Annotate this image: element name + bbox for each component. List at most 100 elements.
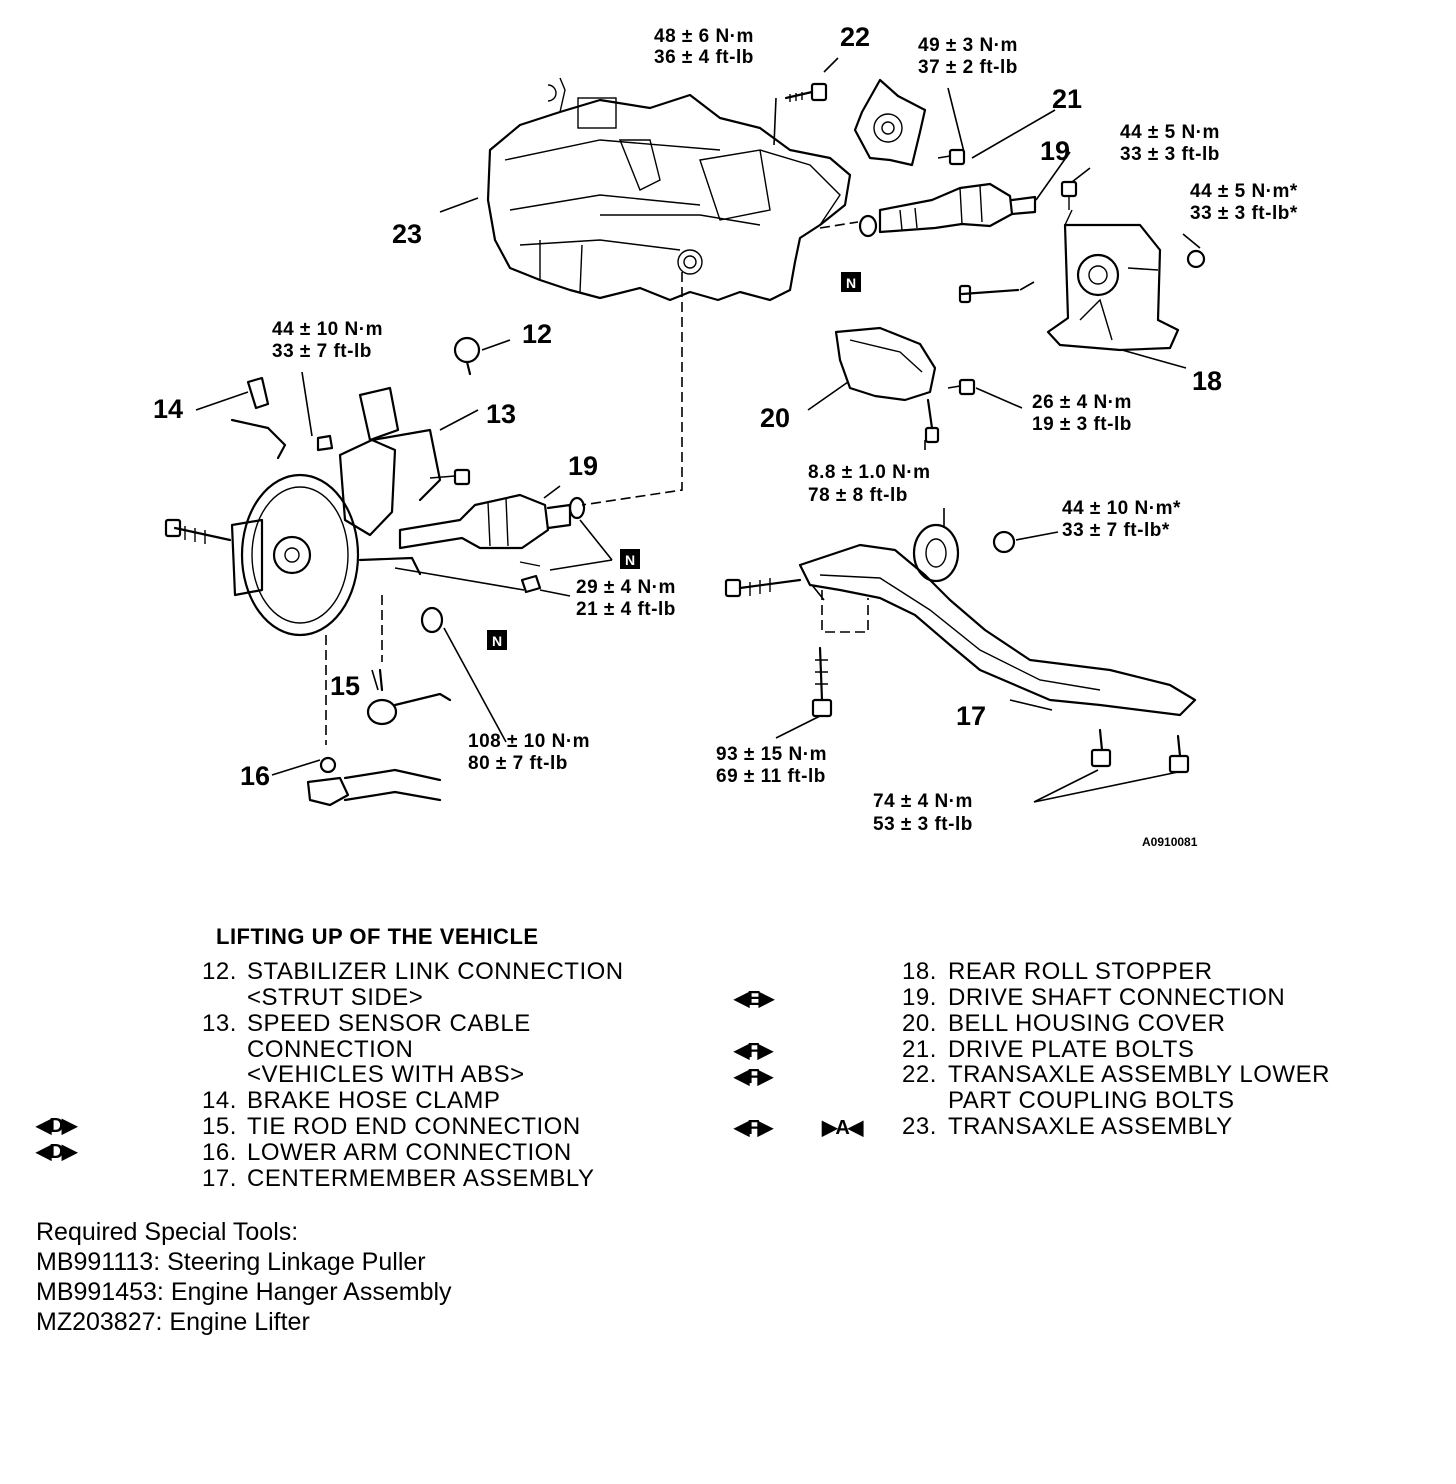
callout-16: 16 bbox=[240, 761, 270, 791]
callout-19-upper: 19 bbox=[1040, 136, 1070, 166]
legend-num-14: 14. bbox=[202, 1087, 237, 1114]
legend-item-12-sub: <STRUT SIDE> bbox=[247, 984, 424, 1011]
torque-21-nm: 49 ± 3 N·m bbox=[918, 35, 1018, 56]
callout-21: 21 bbox=[1052, 84, 1082, 114]
callout-19-lower: 19 bbox=[568, 451, 598, 481]
callout-12: 12 bbox=[522, 319, 552, 349]
n-marker-driveshaft-label: N bbox=[625, 552, 635, 568]
special-tool-item: MZ203827: Engine Lifter bbox=[36, 1308, 310, 1336]
legend-item-22: TRANSAXLE ASSEMBLY LOWER bbox=[948, 1061, 1330, 1088]
torque-19-nm: 44 ± 5 N·m bbox=[1120, 122, 1220, 143]
legend-item-18: REAR ROLL STOPPER bbox=[948, 958, 1213, 985]
centermember-17 bbox=[724, 523, 1197, 774]
service-mark-e-19: ◀E▶ bbox=[734, 988, 774, 1010]
bell-housing-cover-20 bbox=[834, 326, 976, 444]
torque-20b-nm: 8.8 ± 1.0 N·m bbox=[808, 462, 931, 483]
legend-item-20: BELL HOUSING COVER bbox=[948, 1010, 1226, 1037]
lower-arm-16 bbox=[306, 756, 442, 807]
torque-22-ftlb: 36 ± 4 ft-lb bbox=[654, 47, 754, 68]
legend-item-12: STABILIZER LINK CONNECTION bbox=[247, 958, 624, 985]
service-mark-d-16: ◀D▶ bbox=[36, 1141, 77, 1163]
legend-item-19: DRIVE SHAFT CONNECTION bbox=[948, 984, 1286, 1011]
n-marker-upper-label: N bbox=[846, 275, 856, 291]
legend-num-13: 13. bbox=[202, 1010, 237, 1037]
legend-item-13-sub1: CONNECTION bbox=[247, 1036, 414, 1063]
torque-17b-ftlb: 69 ± 11 ft-lb bbox=[716, 766, 826, 787]
drive-shaft-19-upper bbox=[858, 182, 1037, 238]
callout-22: 22 bbox=[840, 22, 870, 52]
legend-item-21: DRIVE PLATE BOLTS bbox=[948, 1036, 1195, 1063]
knuckle-brake-assembly bbox=[164, 386, 471, 637]
legend-num-15: 15. bbox=[202, 1113, 237, 1140]
n-marker-driveshaft: N bbox=[620, 549, 640, 569]
drive-plate-21 bbox=[853, 78, 966, 167]
legend-num-12: 12. bbox=[202, 958, 237, 985]
torque-17a-nm: 44 ± 10 N·m* bbox=[1062, 498, 1181, 519]
callout-14: 14 bbox=[153, 394, 183, 424]
drive-shaft-19-lower bbox=[398, 493, 586, 594]
stabilizer-link-12 bbox=[316, 336, 481, 452]
n-marker-tierod: N bbox=[487, 630, 507, 650]
torque-17c-nm: 74 ± 4 N·m bbox=[873, 791, 973, 812]
torque-17a-ftlb: 33 ± 7 ft-lb* bbox=[1062, 520, 1170, 541]
legend-item-23: TRANSAXLE ASSEMBLY bbox=[948, 1113, 1233, 1140]
callout-13: 13 bbox=[486, 399, 516, 429]
legend-num-21: 21. bbox=[902, 1036, 937, 1063]
torque-20b-ftlb: 78 ± 8 ft-lb bbox=[808, 485, 908, 506]
torque-22-nm: 48 ± 6 N·m bbox=[654, 26, 754, 47]
n-marker-upper: N bbox=[841, 272, 861, 292]
n-marker-tierod-label: N bbox=[492, 633, 502, 649]
special-tools-heading: Required Special Tools: bbox=[36, 1218, 299, 1246]
brake-hose-clamp-14 bbox=[230, 376, 287, 460]
leader-lines bbox=[195, 57, 1201, 803]
torque-12-ftlb: 33 ± 7 ft-lb bbox=[272, 341, 372, 362]
transaxle-assembly bbox=[486, 77, 852, 302]
service-mark-f-22: ◀F▶ bbox=[734, 1066, 773, 1088]
rear-roll-stopper-18 bbox=[958, 180, 1206, 352]
special-tool-item: MB991453: Engine Hanger Assembly bbox=[36, 1278, 452, 1306]
callout-23: 23 bbox=[392, 219, 422, 249]
torque-15-ftlb: 80 ± 7 ft-lb bbox=[468, 753, 568, 774]
torque-12-nm: 44 ± 10 N·m bbox=[272, 319, 383, 340]
legend-num-17: 17. bbox=[202, 1165, 237, 1192]
torque-19-ftlb: 33 ± 3 ft-lb bbox=[1120, 144, 1220, 165]
legend-item-15: TIE ROD END CONNECTION bbox=[247, 1113, 581, 1140]
legend-num-18: 18. bbox=[902, 958, 937, 985]
legend-num-16: 16. bbox=[202, 1139, 237, 1166]
legend-item-16: LOWER ARM CONNECTION bbox=[247, 1139, 572, 1166]
callout-17: 17 bbox=[956, 701, 986, 731]
special-tools: Required Special Tools: MB991113: Steeri… bbox=[36, 1217, 452, 1337]
service-mark-a-23: ▶A◀ bbox=[822, 1117, 863, 1139]
legend-num-19: 19. bbox=[902, 984, 937, 1011]
figure-id: A0910081 bbox=[1142, 835, 1198, 849]
legend-num-23: 23. bbox=[902, 1113, 937, 1140]
callout-15: 15 bbox=[330, 671, 360, 701]
torque-17c-ftlb: 53 ± 3 ft-lb bbox=[873, 814, 973, 835]
torque-20a-nm: 26 ± 4 N·m bbox=[1032, 392, 1132, 413]
exploded-diagram: 22 21 19 23 18 12 13 14 19 20 15 16 17 4… bbox=[153, 22, 1298, 849]
coupling-bolt-22 bbox=[784, 82, 828, 102]
legend-num-22: 22. bbox=[902, 1061, 937, 1088]
legend-item-22-sub: PART COUPLING BOLTS bbox=[948, 1087, 1235, 1114]
tie-rod-end-15 bbox=[366, 606, 452, 726]
torque-13-ftlb: 21 ± 4 ft-lb bbox=[576, 599, 676, 620]
special-tool-item: MB991113: Steering Linkage Puller bbox=[36, 1248, 426, 1276]
legend-item-17: CENTERMEMBER ASSEMBLY bbox=[247, 1165, 595, 1192]
torque-20a-ftlb: 19 ± 3 ft-lb bbox=[1032, 414, 1132, 435]
service-mark-d-15: ◀D▶ bbox=[36, 1115, 77, 1137]
torque-17b-nm: 93 ± 15 N·m bbox=[716, 744, 827, 765]
legend-item-13: SPEED SENSOR CABLE bbox=[247, 1010, 531, 1037]
service-mark-f-23: ◀F▶ bbox=[734, 1117, 773, 1139]
torque-21-ftlb: 37 ± 2 ft-lb bbox=[918, 57, 1018, 78]
torque-13-nm: 29 ± 4 N·m bbox=[576, 577, 676, 598]
torque-15-nm: 108 ± 10 N·m bbox=[468, 731, 590, 752]
callout-18: 18 bbox=[1192, 366, 1222, 396]
legend-item-13-sub2: <VEHICLES WITH ABS> bbox=[247, 1061, 525, 1088]
service-mark-f-21: ◀F▶ bbox=[734, 1040, 773, 1062]
legend-item-14: BRAKE HOSE CLAMP bbox=[247, 1087, 501, 1114]
legend-title: LIFTING UP OF THE VEHICLE bbox=[216, 924, 539, 949]
legend-num-20: 20. bbox=[902, 1010, 937, 1037]
torque-18-nm: 44 ± 5 N·m* bbox=[1190, 181, 1298, 202]
torque-18-ftlb: 33 ± 3 ft-lb* bbox=[1190, 203, 1298, 224]
callout-20: 20 bbox=[760, 403, 790, 433]
